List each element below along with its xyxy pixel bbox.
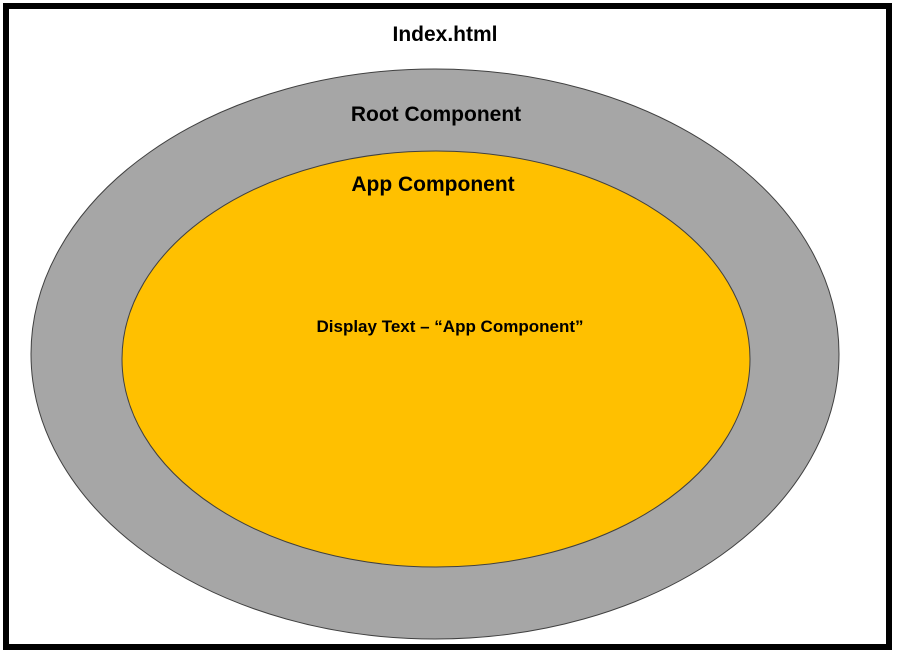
app-component-ellipse xyxy=(121,150,751,568)
root-component-label: Root Component xyxy=(351,103,521,126)
app-component-label: App Component xyxy=(351,173,514,196)
index-html-label: Index.html xyxy=(392,23,497,46)
display-text-label: Display Text – “App Component” xyxy=(317,317,584,336)
